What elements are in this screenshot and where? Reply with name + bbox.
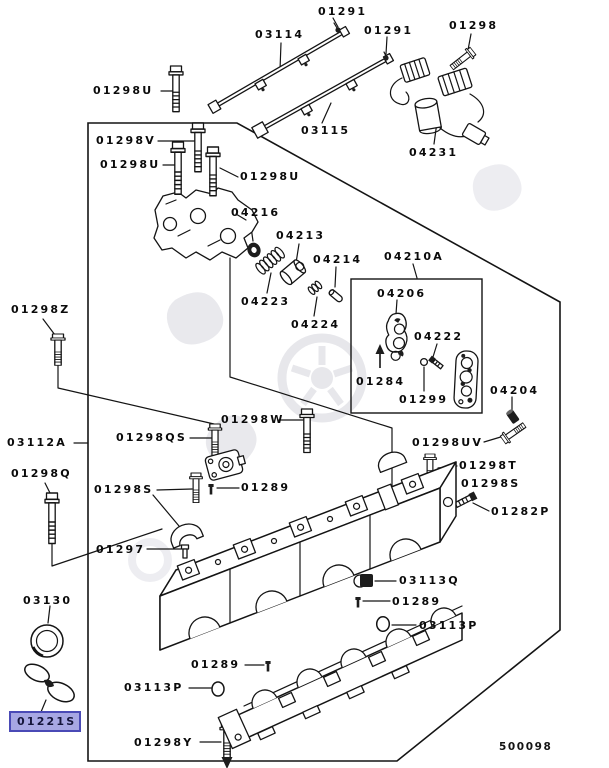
seal-ring-icon [247, 242, 261, 258]
bolt-icon [189, 472, 203, 504]
bolt-icon [190, 122, 206, 173]
frame-border [87, 122, 561, 762]
part-label[interactable]: 01298QS [116, 431, 187, 444]
part-label[interactable]: 01298T [459, 459, 518, 472]
part-label[interactable]: 04204 [490, 384, 540, 397]
part-label[interactable]: 04210A [384, 250, 444, 263]
part-label[interactable]: 01298Q [11, 467, 72, 480]
part-label[interactable]: 01298V [96, 134, 156, 147]
plug-04204-icon [506, 409, 520, 424]
part-label[interactable]: 01298W [221, 413, 285, 426]
stud-01282P-icon [454, 491, 478, 508]
o-ring-03113P-icon [211, 681, 225, 697]
part-label[interactable]: 01298Y [134, 736, 194, 749]
part-label[interactable]: 04213 [276, 229, 326, 242]
cup-plug-03113Q-icon [353, 574, 373, 588]
spring-small-icon [307, 280, 323, 295]
seal-cap-01221S-drawing [24, 663, 75, 703]
part-label[interactable]: 01289 [392, 595, 442, 608]
part-label[interactable]: 03113P [124, 681, 184, 694]
arrow-up-icon [375, 344, 385, 368]
part-label[interactable]: 01299 [399, 393, 449, 406]
bolt-icon [299, 408, 315, 454]
part-label[interactable]: 01298U [100, 158, 161, 171]
part-label[interactable]: 01298Z [11, 303, 71, 316]
part-label[interactable]: 04231 [409, 146, 459, 159]
part-label[interactable]: 03114 [255, 28, 305, 41]
bolt-icon [170, 141, 186, 195]
bolt-icon [44, 492, 60, 545]
subassembly-box-04210A [350, 278, 483, 414]
part-label[interactable]: 04216 [231, 206, 281, 219]
bolt-small-icon [180, 544, 190, 559]
dowel-pin-icon [265, 661, 271, 672]
part-label[interactable]: 03130 [23, 594, 73, 607]
pin-04214-icon [328, 289, 343, 303]
oil-seal-03130-icon [30, 624, 64, 658]
part-label[interactable]: 04223 [241, 295, 291, 308]
cylinder-head-drawing [159, 451, 457, 651]
o-ring-03113P-icon [375, 615, 391, 633]
part-label[interactable]: 01289 [191, 658, 241, 671]
part-label[interactable]: 01289 [241, 481, 291, 494]
part-label[interactable]: 01291 [318, 5, 368, 18]
bolt-icon [50, 333, 66, 366]
part-label-selected[interactable]: 01221S [9, 711, 82, 732]
part-label[interactable]: 04206 [377, 287, 427, 300]
part-label[interactable]: 01291 [364, 24, 414, 37]
bolt-icon [499, 419, 529, 446]
bolt-icon [447, 45, 478, 73]
bolt-icon [168, 65, 184, 113]
watermark-wheel-icon [277, 333, 367, 423]
part-label[interactable]: 04214 [313, 253, 363, 266]
part-label[interactable]: 03113Q [399, 574, 460, 587]
part-label[interactable]: 01298 [449, 19, 499, 32]
part-label[interactable]: 04222 [414, 330, 464, 343]
part-label[interactable]: 03113P [419, 619, 479, 632]
part-label[interactable]: 01298U [240, 170, 301, 183]
part-label[interactable]: 03115 [301, 124, 351, 137]
part-label[interactable]: 01282P [491, 505, 551, 518]
dowel-pin-icon [208, 484, 214, 495]
part-label[interactable]: 01297 [96, 543, 146, 556]
dowel-pin-icon [355, 597, 361, 608]
o-ring-01299-icon [419, 357, 429, 367]
insert-arrow-down-icon [221, 757, 233, 768]
part-label[interactable]: 01298UV [412, 436, 484, 449]
part-label[interactable]: 03112A [7, 436, 67, 449]
gasket-plate-04206-icon [385, 312, 408, 361]
part-label[interactable]: 04224 [291, 318, 341, 331]
valve-body-icon [453, 350, 479, 409]
spring-icon [255, 246, 285, 275]
bearing-cap-rail-drawing [217, 605, 463, 750]
bolt-04222-icon [428, 355, 444, 370]
sensor-bracket-icon [204, 449, 246, 481]
fuel-rail-03114-drawing [207, 25, 351, 114]
cam-cap-icon [170, 523, 204, 549]
stud-icon [333, 22, 389, 61]
harness-04231-drawing [389, 57, 490, 146]
part-label[interactable]: 01298S [94, 483, 154, 496]
part-label[interactable]: 01298U [93, 84, 154, 97]
rocker-assembly-drawing [153, 187, 259, 261]
part-label[interactable]: 01284 [356, 375, 406, 388]
part-label[interactable]: 01298S [461, 477, 521, 490]
diagram-code: 500098 [499, 741, 553, 753]
lifter-icon [279, 259, 307, 286]
